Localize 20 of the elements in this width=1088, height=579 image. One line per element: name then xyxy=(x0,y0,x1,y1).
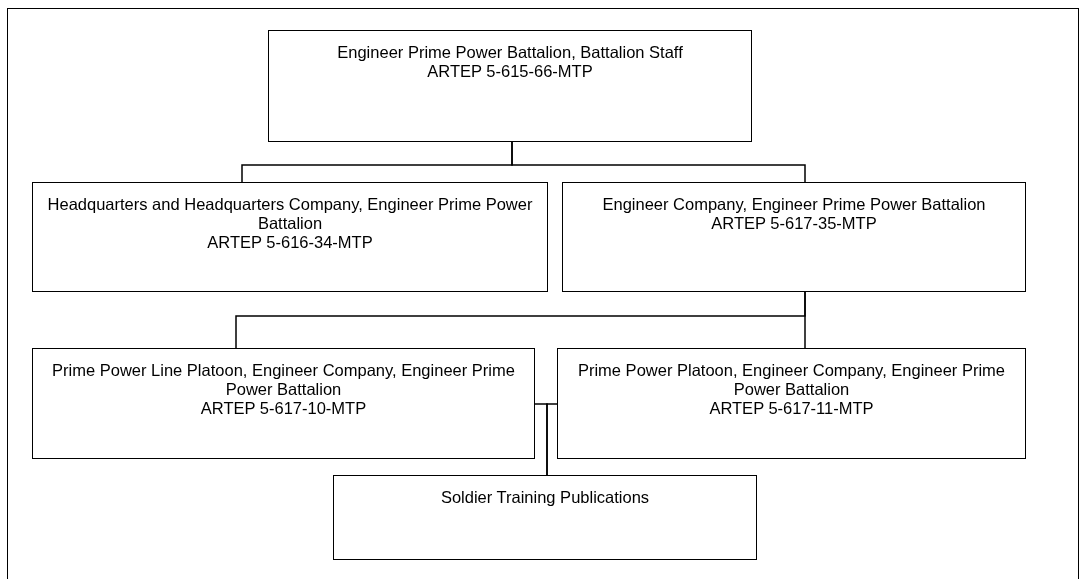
connector-line xyxy=(804,291,806,349)
publication-number: ARTEP 5-617-10-MTP xyxy=(199,399,368,418)
publication-number: ARTEP 5-617-35-MTP xyxy=(710,214,878,233)
connector-line xyxy=(511,141,806,183)
unit-box xyxy=(562,182,1026,292)
unit-name: Prime Power Platoon, Engineer Company, Engineer Prime Power Battalion xyxy=(576,361,1007,399)
unit-box xyxy=(557,348,1026,459)
publication-number: ARTEP 5-617-11-MTP xyxy=(708,399,875,418)
unit-name: Engineer Prime Power Battalion, Battalion Staff xyxy=(336,43,684,62)
connector-line xyxy=(546,403,558,476)
unit-name: Engineer Company, Engineer Prime Power Battalion xyxy=(601,195,987,214)
unit-box xyxy=(268,30,752,142)
publication-number: ARTEP 5-615-66-MTP xyxy=(426,62,594,81)
unit-box xyxy=(333,475,757,560)
unit-name: Headquarters and Headquarters Company, Engineer Prime Power Battalion xyxy=(46,195,534,233)
publication-number: ARTEP 5-616-34-MTP xyxy=(206,233,374,252)
unit-name: Prime Power Line Platoon, Engineer Company, Engineer Prime Power Battalion xyxy=(51,361,516,399)
unit-box xyxy=(32,182,548,292)
unit-name: Soldier Training Publications xyxy=(439,488,651,507)
unit-box xyxy=(32,348,535,459)
